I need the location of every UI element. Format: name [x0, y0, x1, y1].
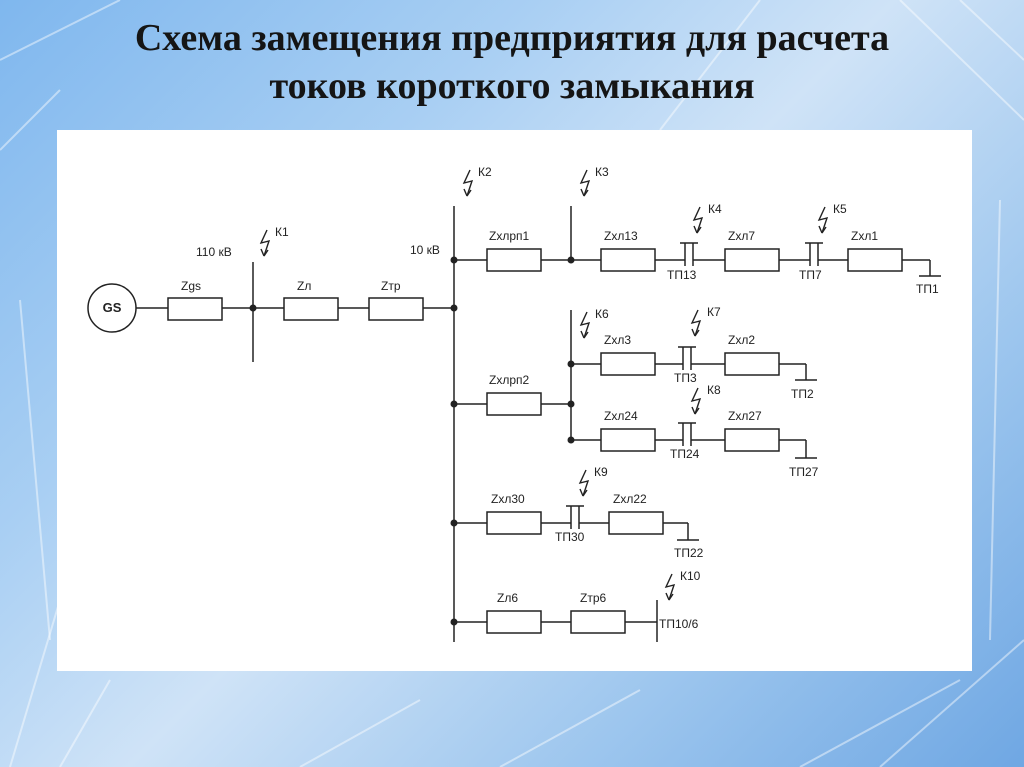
label-zkhl1: Zхл1 [851, 229, 878, 243]
label-k10: К10 [680, 569, 701, 583]
title-line-2: токов короткого замыкания [269, 65, 755, 107]
fault-k5-marker [818, 206, 828, 234]
label-zkhl3: Zхл3 [604, 333, 631, 347]
impedance-zl6 [486, 610, 542, 634]
voltage-110kv-label: 110 кВ [196, 245, 232, 259]
label-zkhl30: Zхл30 [491, 492, 525, 506]
fault-k2-marker [463, 169, 473, 197]
slide-title: Схема замещения предприятия для расчета … [0, 14, 1024, 110]
impedance-zkhl1 [847, 248, 903, 272]
label-zkhlrp1: Zхлрп1 [489, 229, 530, 243]
label-tp2: ТП2 [791, 387, 814, 401]
label-k6: К6 [595, 307, 609, 321]
label-k4: К4 [708, 202, 722, 216]
fault-k1-marker [260, 229, 270, 257]
fault-k4-marker [693, 206, 703, 234]
label-tp22: ТП22 [674, 546, 704, 560]
impedance-ztr [368, 297, 424, 321]
label-zkhl13: Zхл13 [604, 229, 638, 243]
label-k1: К1 [275, 225, 289, 239]
impedance-zkhl27 [724, 428, 780, 452]
label-tp10-6: ТП10/6 [659, 617, 699, 631]
label-ztr: Zтр [381, 279, 401, 293]
voltage-10kv-label: 10 кВ [410, 243, 440, 257]
fault-k8-marker [691, 387, 701, 415]
label-tp27: ТП27 [789, 465, 819, 479]
label-zl6: Zл6 [497, 591, 518, 605]
impedance-zkhl3 [600, 352, 656, 376]
label-tp1: ТП1 [916, 282, 939, 296]
fault-k7-marker [691, 309, 701, 337]
label-zl: Zл [297, 279, 311, 293]
label-k7: К7 [707, 305, 721, 319]
fault-k9-marker [579, 469, 589, 497]
label-zgs: Zgs [181, 279, 201, 293]
fault-k3-marker [580, 169, 590, 197]
impedance-ztr6 [570, 610, 626, 634]
label-zkhl7: Zхл7 [728, 229, 755, 243]
label-k8: К8 [707, 383, 721, 397]
label-k5: К5 [833, 202, 847, 216]
impedance-zkhl24 [600, 428, 656, 452]
impedance-zkhlrp1 [486, 248, 542, 272]
label-tp30: ТП30 [555, 530, 585, 544]
label-k9: К9 [594, 465, 608, 479]
label-tp24: ТП24 [670, 447, 700, 461]
label-ztr6: Zтр6 [580, 591, 607, 605]
impedance-zgs [167, 297, 223, 321]
label-zkhl22: Zхл22 [613, 492, 647, 506]
label-zkhlrp2: Zхлрп2 [489, 373, 530, 387]
label-tp7: ТП7 [799, 268, 822, 282]
impedance-zkhl7 [724, 248, 780, 272]
label-k2: К2 [478, 165, 492, 179]
impedance-zkhl22 [608, 511, 664, 535]
fault-k10-marker [665, 573, 675, 601]
generator-label: GS [103, 300, 122, 315]
fault-k6-marker [580, 311, 590, 339]
label-zkhl24: Zхл24 [604, 409, 638, 423]
label-tp13: ТП13 [667, 268, 697, 282]
impedance-zkhl13 [600, 248, 656, 272]
equivalent-circuit-diagram: GS 110 кВ 10 кВ Zgs Zл Zтр Zхлрп1 Zхл13 … [87, 165, 941, 642]
label-zkhl27: Zхл27 [728, 409, 762, 423]
impedance-zkhlrp2 [486, 392, 542, 416]
impedance-zl [283, 297, 339, 321]
impedance-zkhl2 [724, 352, 780, 376]
impedance-zkhl30 [486, 511, 542, 535]
label-tp3: ТП3 [674, 371, 697, 385]
title-line-1: Схема замещения предприятия для расчета [134, 17, 890, 59]
label-k3: К3 [595, 165, 609, 179]
label-zkhl2: Zхл2 [728, 333, 755, 347]
diagram-panel: GS 110 кВ 10 кВ Zgs Zл Zтр Zхлрп1 Zхл13 … [57, 130, 972, 671]
